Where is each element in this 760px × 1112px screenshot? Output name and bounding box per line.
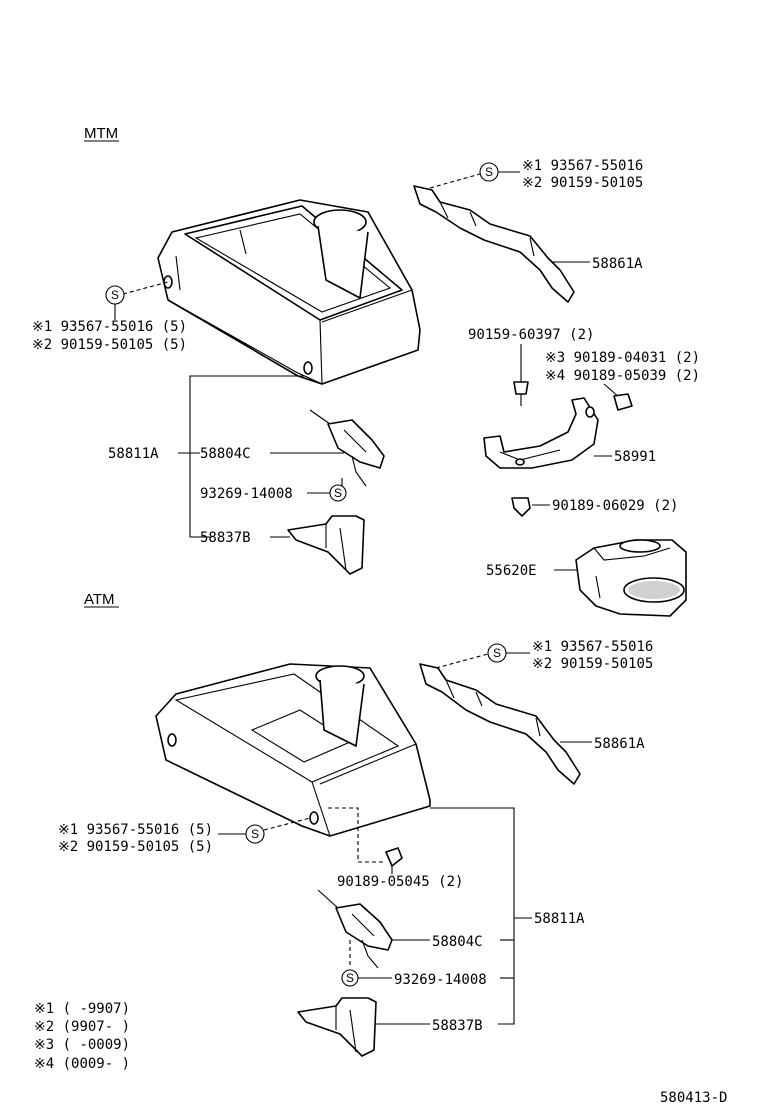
atm-console-part: 58811A	[534, 911, 585, 927]
mtm-holder-58837b-drawing	[287, 515, 365, 575]
mtm-bolt-part: 90159-60397 (2)	[468, 327, 594, 343]
atm-console-note-2: ※2 90159-50105 (5)	[58, 839, 213, 855]
atm-holder-58837b-drawing	[297, 997, 377, 1057]
atm-console-note-1: ※1 93567-55016 (5)	[58, 822, 213, 838]
atm-holder-part: 58837B	[432, 1018, 483, 1034]
mtm-bracket-note-2: ※2 90159-50105	[522, 175, 643, 191]
mtm-console-box-drawing	[157, 199, 421, 385]
legend-line-2: ※2 (9907- )	[34, 1019, 130, 1035]
mtm-cup-holder-part: 55620E	[486, 563, 537, 579]
mtm-screw-sealant-symbol	[329, 484, 347, 502]
atm-nut-part: 90189-05045 (2)	[337, 874, 463, 890]
legend-line-1: ※1 ( -9907)	[34, 1001, 130, 1017]
drawing-code: 580413-D	[660, 1090, 727, 1106]
mtm-bracket-58861a-drawing	[413, 185, 575, 303]
mtm-console-part: 58811A	[108, 446, 159, 462]
atm-bracket-part: 58861A	[594, 736, 645, 752]
legend-line-3: ※3 ( -0009)	[34, 1037, 130, 1053]
atm-bracket-note-2: ※2 90159-50105	[532, 656, 653, 672]
mtm-bracket-note-1: ※1 93567-55016	[522, 158, 643, 174]
atm-bracket-sealant-dash	[435, 653, 489, 669]
mtm-screw-part: 93269-14008	[200, 486, 293, 502]
atm-bracket-58861a-drawing	[419, 663, 581, 785]
mtm-bracket-sealant-s: S	[485, 165, 493, 179]
mtm-bracket-part: 58861A	[592, 256, 643, 272]
mtm-lever-part: 58804C	[200, 446, 251, 462]
mtm-nut-note-1: ※3 90189-04031 (2)	[545, 350, 700, 366]
mtm-holder-part: 58837B	[200, 530, 251, 546]
mtm-screw-sealant-s: S	[334, 486, 342, 500]
mtm-nut-drawing	[613, 393, 633, 411]
mtm-console-sealant-dash	[122, 281, 169, 295]
atm-lever-58804c-drawing	[317, 889, 393, 969]
atm-console-box-drawing	[155, 663, 431, 837]
mtm-bolt-drawing	[513, 381, 529, 406]
mtm-console-note-1: ※1 93567-55016 (5)	[32, 319, 187, 335]
atm-nut-dash	[328, 807, 386, 863]
atm-lever-part: 58804C	[432, 934, 483, 950]
mtm-bracket-58991-drawing	[483, 397, 599, 469]
mtm-bracket2-part: 58991	[614, 449, 656, 465]
mtm-cup-holder-55620e-drawing	[575, 539, 687, 617]
mtm-nut-note-2: ※4 90189-05039 (2)	[545, 368, 700, 384]
section-label-atm: ATM	[84, 591, 115, 608]
mtm-lower-nut-drawing	[511, 497, 531, 517]
legend-line-4: ※4 (0009- )	[34, 1056, 130, 1072]
mtm-bracket-sealant-dash	[429, 173, 481, 189]
mtm-lever-58804c-drawing	[309, 409, 385, 487]
atm-screw-part: 93269-14008	[394, 972, 487, 988]
atm-console-sealant-dash	[263, 817, 311, 831]
atm-bracket-note-1: ※1 93567-55016	[532, 639, 653, 655]
atm-screw-sealant-s: S	[346, 971, 354, 985]
mtm-console-note-2: ※2 90159-50105 (5)	[32, 337, 187, 353]
mtm-console-sealant-s: S	[111, 288, 119, 302]
mtm-lower-nut-part: 90189-06029 (2)	[552, 498, 678, 514]
mtm-console-bracket-line	[189, 375, 304, 538]
section-label-mtm: MTM	[84, 125, 118, 142]
atm-console-bracket-line	[430, 807, 515, 1025]
atm-nut-drawing	[385, 847, 403, 867]
atm-console-sealant-s: S	[251, 827, 259, 841]
atm-bracket-sealant-s: S	[493, 646, 501, 660]
